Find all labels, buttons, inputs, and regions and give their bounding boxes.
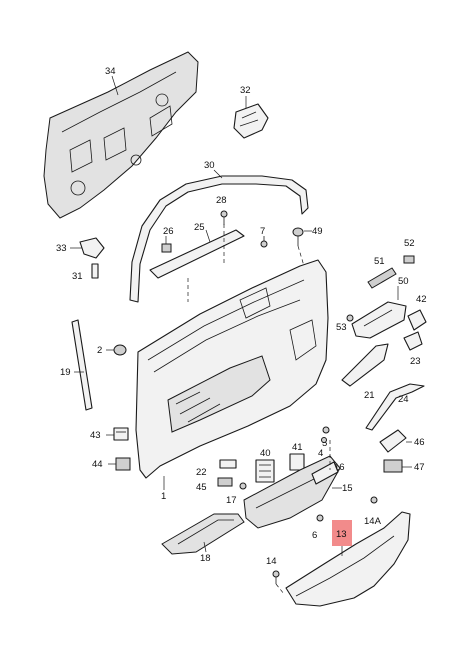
callout-30: 30: [204, 160, 215, 171]
callout-32: 32: [240, 85, 251, 96]
part-34-insulation-panel: [43, 51, 199, 219]
callout-4: 4: [318, 448, 323, 459]
part-50-door-handle: [351, 301, 407, 339]
part-47-switch: [383, 459, 403, 473]
part-22-clip: [219, 459, 237, 469]
leader-34: [111, 75, 119, 96]
callout-23: 23: [410, 356, 421, 367]
part-26-clip: [161, 243, 172, 253]
part-41-switch-unit: [289, 453, 305, 471]
part-17-screw: [239, 482, 247, 490]
part-2-grommet: [113, 344, 127, 356]
part-21-film: [341, 343, 389, 387]
callout-21: 21: [364, 390, 375, 401]
callout-16: 16: [334, 462, 345, 473]
part-49-grommet: [292, 227, 304, 246]
part-5-screw: [322, 426, 330, 434]
callout-15: 15: [342, 483, 353, 494]
part-14a-screw: [370, 496, 378, 504]
callout-52: 52: [404, 238, 415, 249]
callout-31: 31: [72, 271, 83, 282]
callout-45: 45: [196, 482, 207, 493]
leader-25: [205, 229, 211, 243]
part-28-screw: [220, 210, 228, 225]
callout-25: 25: [194, 222, 205, 233]
part-7-screw: [260, 236, 268, 248]
part-32-bracket: [233, 103, 269, 139]
part-52-clip: [403, 255, 415, 264]
callout-6: 6: [312, 530, 317, 541]
callout-7: 7: [260, 226, 265, 237]
highlight-box-13: [332, 520, 352, 546]
callout-24: 24: [398, 394, 409, 405]
callout-2: 2: [97, 345, 102, 356]
callout-14: 14: [266, 556, 277, 567]
callout-18: 18: [200, 553, 211, 564]
callout-26: 26: [163, 226, 174, 237]
part-15-trim: [311, 461, 339, 485]
callout-40: 40: [260, 448, 271, 459]
callout-17: 17: [226, 495, 237, 506]
leader-18: [203, 541, 207, 553]
callout-50: 50: [398, 276, 409, 287]
leader-30: [213, 169, 223, 179]
part-18-lower-trim: [161, 513, 245, 555]
callout-46: 46: [414, 437, 425, 448]
part-6-screw: [316, 514, 324, 522]
part-42-trim-cap: [407, 309, 427, 331]
callout-5: 5: [322, 438, 327, 449]
part-40-switch-unit: [255, 459, 275, 483]
callout-49: 49: [312, 226, 323, 237]
part-53-screw: [346, 314, 354, 322]
callout-14a: 14A: [364, 516, 382, 527]
part-31-clip: [91, 263, 99, 279]
part-33-clip: [79, 237, 105, 259]
part-43-clip: [113, 427, 129, 441]
callout-1: 1: [161, 491, 166, 502]
callout-28: 28: [216, 195, 227, 206]
part-30-window-trim: [129, 175, 309, 303]
callout-34: 34: [105, 66, 116, 77]
part-45-clip: [217, 477, 233, 487]
part-46-switch: [379, 429, 407, 453]
callout-53: 53: [336, 322, 347, 333]
part-44-clip: [115, 457, 131, 471]
part-24-strip: [365, 383, 425, 431]
callout-33: 33: [56, 243, 67, 254]
part-23-clip: [403, 331, 423, 351]
callout-47: 47: [414, 462, 425, 473]
part-13-armrest: [285, 511, 411, 607]
assembly-dash-lines: [187, 224, 331, 595]
callout-41: 41: [292, 442, 303, 453]
part-1-door-trim-panel: [135, 259, 329, 479]
callout-22: 22: [196, 467, 207, 478]
callout-13: 13: [336, 529, 347, 540]
callout-43: 43: [90, 430, 101, 441]
callout-44: 44: [92, 459, 103, 470]
callout-42: 42: [416, 294, 427, 305]
part-51-rod: [367, 267, 397, 289]
part-25-trim-strip: [149, 229, 245, 279]
part-4-screw: [321, 437, 327, 443]
part-14-screw: [272, 570, 280, 584]
callout-51: 51: [374, 256, 385, 267]
part-19-seal-strip: [71, 319, 93, 411]
callout-19: 19: [60, 367, 71, 378]
